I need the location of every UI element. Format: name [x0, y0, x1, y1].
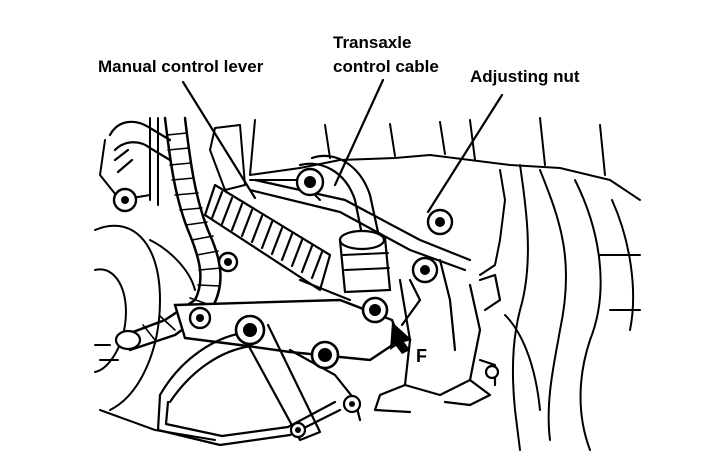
leader-lines — [181, 78, 504, 214]
bolt-lower-center — [310, 340, 340, 370]
direction-arrow — [390, 322, 412, 354]
label-control-cable-line2: control cable — [333, 57, 439, 76]
label-manual-control-lever: Manual control lever — [98, 57, 264, 76]
bolt-far-right — [484, 364, 500, 380]
bolt-top-center — [295, 167, 325, 197]
bolt-bottom-center — [289, 421, 307, 439]
bolt-lever-left — [188, 306, 212, 330]
leader-manual-control-lever — [181, 80, 257, 200]
adjusting-nut — [361, 296, 389, 324]
leader-control-cable — [333, 78, 385, 187]
label-transaxle-line1: Transaxle — [333, 33, 411, 52]
bolt-right-vertical — [411, 256, 439, 284]
manual-control-lever — [173, 278, 402, 442]
leader-adjusting-nut — [426, 93, 504, 214]
left-housing — [94, 139, 231, 441]
hose-tube — [108, 120, 172, 174]
bolts — [112, 167, 500, 439]
bolt-left-mid — [217, 251, 239, 273]
bolt-lever-center — [234, 314, 266, 346]
transaxle-case — [249, 117, 641, 451]
cable-boot — [203, 183, 332, 292]
label-adjusting-nut: Adjusting nut — [470, 67, 580, 86]
label-direction-f: F — [416, 346, 427, 366]
bolt-top-left — [112, 187, 138, 213]
bolt-upper-right — [426, 208, 454, 236]
cable-end-fitting — [338, 229, 392, 294]
bolt-bottom-right — [342, 394, 362, 414]
